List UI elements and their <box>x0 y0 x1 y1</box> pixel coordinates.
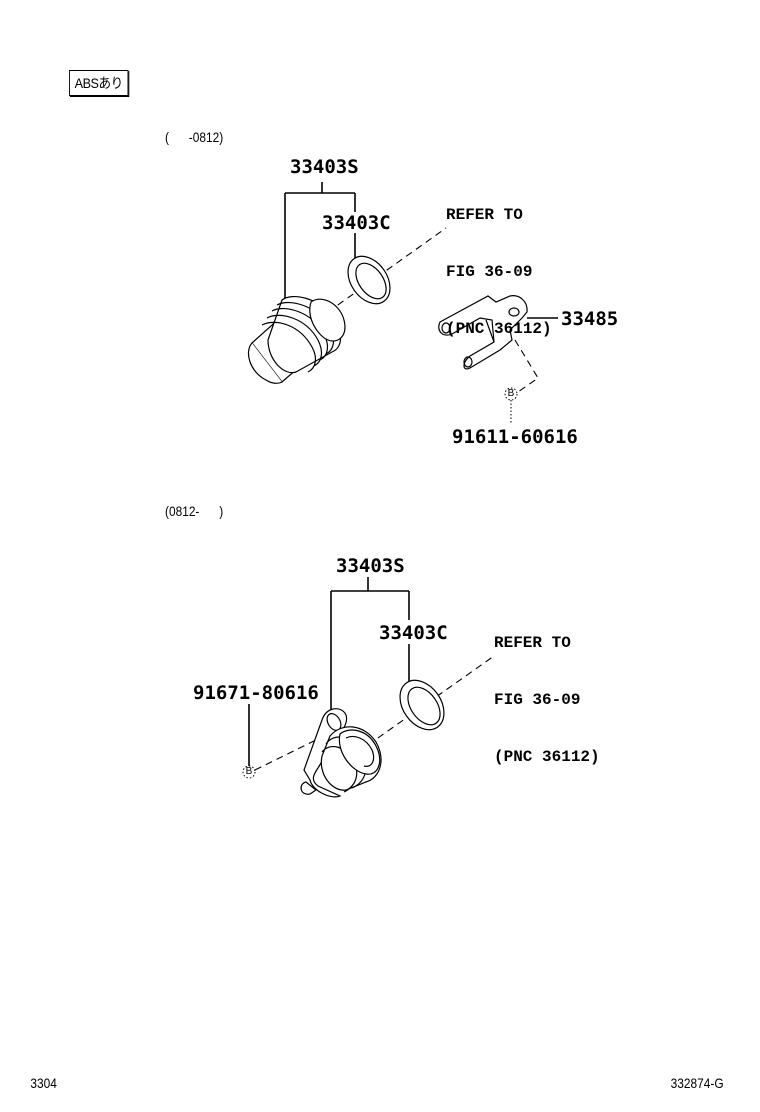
part-label-33403c-upper[interactable]: 33403C <box>322 212 391 234</box>
o-ring-lower <box>399 679 445 731</box>
assembly-bracket-lower <box>330 577 410 710</box>
bolt-tag-lower: B <box>245 766 253 777</box>
o-ring-upper <box>347 255 391 305</box>
part-label-33485[interactable]: 33485 <box>561 308 619 330</box>
part-label-91611-60616[interactable]: 91611-60616 <box>452 426 578 448</box>
illustration-id: 332874-G <box>670 1075 724 1091</box>
bolt-axis-lower <box>254 737 321 771</box>
refer-note-lower[interactable]: REFER TO FIG 36-09 (PNC 36112) <box>494 596 600 786</box>
abs-condition-badge: ABSあり <box>69 70 129 96</box>
retainer-fork-upper <box>438 295 558 370</box>
part-label-33403s-lower[interactable]: 33403S <box>336 555 405 577</box>
bolt-tag-circle-upper <box>504 387 518 401</box>
part-label-91671-80616[interactable]: 91671-80616 <box>193 682 319 704</box>
bolt-tag-circle-lower <box>242 765 256 779</box>
refer-line-2: FIG 36-09 <box>494 691 581 709</box>
part-label-33403s-upper[interactable]: 33403S <box>290 156 359 178</box>
refer-line-3: (PNC 36112) <box>446 320 552 338</box>
page-code: 3304 <box>30 1075 57 1091</box>
refer-line-1: REFER TO <box>446 206 523 224</box>
refer-note-upper[interactable]: REFER TO FIG 36-09 (PNC 36112) <box>446 168 552 358</box>
refer-line-1: REFER TO <box>494 634 571 652</box>
solenoid-valve-lower <box>300 708 382 798</box>
refer-line-3: (PNC 36112) <box>494 748 600 766</box>
axis-line-upper <box>327 227 447 313</box>
refer-line-2: FIG 36-09 <box>446 263 533 281</box>
assembly-bracket-upper <box>284 182 356 310</box>
bolt-tag-upper: B <box>507 388 515 399</box>
date-range-lower: (0812- ) <box>165 503 224 519</box>
part-label-33403c-lower[interactable]: 33403C <box>379 622 448 644</box>
solenoid-valve-upper <box>247 296 346 384</box>
bolt-axis-upper <box>514 339 539 393</box>
date-range-upper: ( -0812) <box>165 129 224 145</box>
